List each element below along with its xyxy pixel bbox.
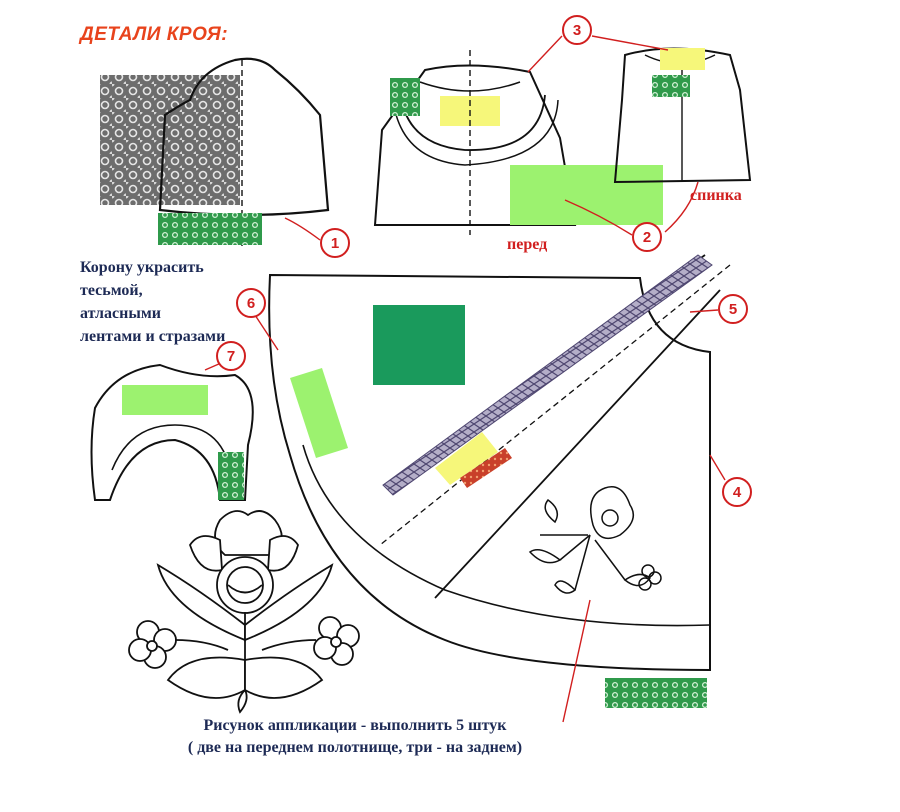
front-shoulder-lace [390, 78, 420, 116]
crown-inner-arc [111, 424, 233, 481]
crown-note-line: тесьмой, [80, 282, 143, 299]
skirt-lace-swatch [605, 678, 707, 708]
caption-line: Рисунок аппликации - выполнить 5 штук [203, 717, 507, 734]
skirt-panel [268, 254, 731, 708]
skirt-green-patch [290, 368, 348, 458]
back-yellow-patch [660, 48, 705, 70]
crown-note-line: Корону украсить [80, 259, 204, 276]
callout-1-line [284, 217, 321, 241]
crown-note-line: лентами и стразами [80, 328, 226, 345]
piece-1-bodice [100, 57, 330, 248]
page-title: ДЕТАЛИ КРОЯ: [80, 24, 229, 45]
callout-3-line-front [527, 35, 563, 73]
callout-badge-2: 2 [632, 222, 662, 252]
front-neckline-ruffle [399, 89, 546, 151]
back-shoulder-lace [652, 75, 690, 97]
applique-caption: Рисунок аппликации - выполнить 5 штук ( … [120, 715, 590, 759]
front-piece [373, 50, 663, 235]
callout-2-line-back [664, 181, 699, 233]
label-front: перед [507, 236, 548, 253]
callout-2-line-front [564, 199, 633, 236]
callout-badge-4: 4 [722, 477, 752, 507]
callout-6-line [252, 311, 279, 351]
skirt-outline [268, 273, 711, 672]
caption-line: ( две на переднем полотнище, три - на за… [187, 739, 523, 756]
callout-4-line [709, 454, 726, 481]
callout-5-line [689, 309, 719, 313]
skirt-dashed-line [379, 264, 731, 546]
crown-green-patch [122, 385, 208, 415]
light-green-fabric-swatch [510, 165, 663, 225]
braid-trim [382, 254, 713, 496]
callout-badge-5: 5 [718, 294, 748, 324]
callout-badge-3: 3 [562, 15, 592, 45]
back-piece [613, 47, 752, 184]
caption-callout-line [562, 599, 591, 723]
applique-flower-large [128, 510, 360, 714]
green-lace-trim [158, 213, 262, 245]
crown-note-line: атласными [80, 305, 161, 322]
lace-fabric-swatch [100, 75, 240, 205]
skirt-side-seam [434, 289, 721, 599]
crown-lace-trim [218, 452, 244, 500]
front-collar-outer [391, 87, 559, 166]
crown-note: Корону украсить тесьмой, атласными лента… [80, 256, 280, 348]
callout-badge-7: 7 [216, 341, 246, 371]
red-trim-swatch [460, 448, 512, 488]
skirt-applique-flower [528, 486, 662, 594]
callout-badge-6: 6 [236, 288, 266, 318]
callout-3-line-back [591, 35, 669, 51]
dark-green-fabric-swatch [373, 305, 465, 385]
piece-7-crown [90, 359, 254, 501]
label-back: спинка [690, 187, 742, 204]
skirt-yellow-patch [435, 432, 498, 485]
skirt-hem-line [302, 444, 711, 627]
callout-badge-1: 1 [320, 228, 350, 258]
